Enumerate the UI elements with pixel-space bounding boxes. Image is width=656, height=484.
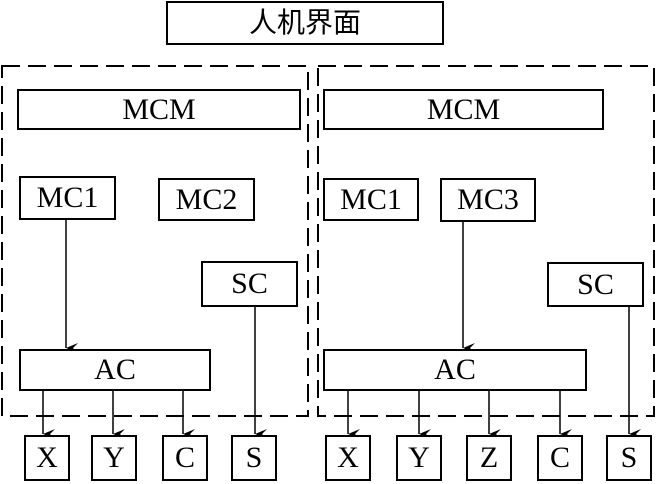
- left-group-border: [1, 65, 309, 417]
- left-output-y-box: Y: [91, 435, 137, 481]
- right-mc1-box: MC1: [323, 178, 419, 221]
- left-mc1-box: MC1: [19, 176, 116, 220]
- left-sc-box: SC: [201, 261, 298, 307]
- right-sc-box: SC: [547, 262, 644, 307]
- right-output-y-box: Y: [396, 435, 442, 481]
- right-output-z-box: Z: [466, 435, 512, 481]
- right-mc3-box: MC3: [440, 178, 536, 222]
- left-output-s-box: S: [231, 435, 277, 481]
- left-ac-box: AC: [19, 349, 211, 391]
- right-output-c-box: C: [537, 435, 583, 481]
- right-ac-box: AC: [323, 349, 587, 391]
- right-output-x-box: X: [325, 435, 371, 481]
- left-output-c-box: C: [162, 435, 208, 481]
- left-output-x-box: X: [24, 435, 70, 481]
- right-output-s-box: S: [606, 435, 652, 481]
- left-mc2-box: MC2: [158, 178, 255, 221]
- right-group-border: [317, 65, 655, 417]
- title-box: 人机界面: [166, 1, 444, 45]
- left-mcm-box: MCM: [17, 89, 301, 130]
- right-mcm-box: MCM: [323, 89, 604, 130]
